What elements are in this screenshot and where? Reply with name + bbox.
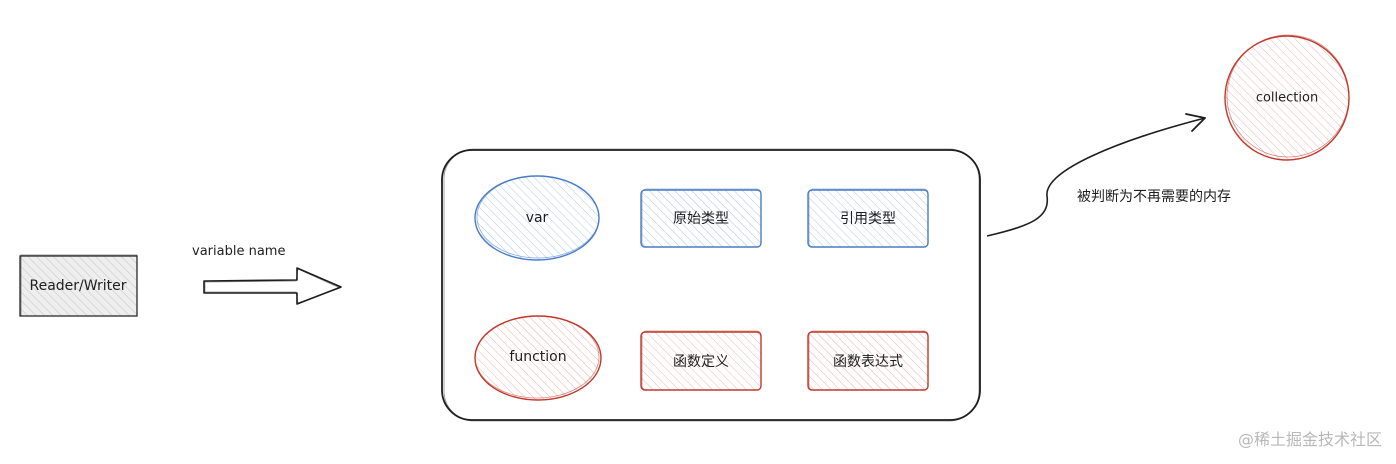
function-expression-node [807,330,929,391]
var-node [474,175,600,261]
variable-name-arrow [203,267,342,305]
function-label: function [509,349,567,365]
collection-label: collection [1255,90,1319,106]
reference-type-label: 引用类型 [840,211,896,227]
primitive-type-label: 原始类型 [673,211,729,227]
function-expression-label: 函数表达式 [833,354,903,370]
variable-name-label: variable name [192,244,286,259]
function-definition-label: 函数定义 [673,354,729,370]
primitive-type-node [640,188,762,248]
function-node [474,315,602,401]
watermark: @稀土掘金技术社区 [1237,430,1382,449]
reader-writer-node [19,254,138,317]
var-label: var [525,210,549,226]
reader-writer-label: Reader/Writer [29,278,127,294]
gc-arrow [986,113,1206,237]
function-definition-node [640,330,762,391]
gc-arrow-label: 被判断为不再需要的内存 [1077,189,1231,205]
collection-node [1224,34,1350,161]
reference-type-node [807,188,929,248]
